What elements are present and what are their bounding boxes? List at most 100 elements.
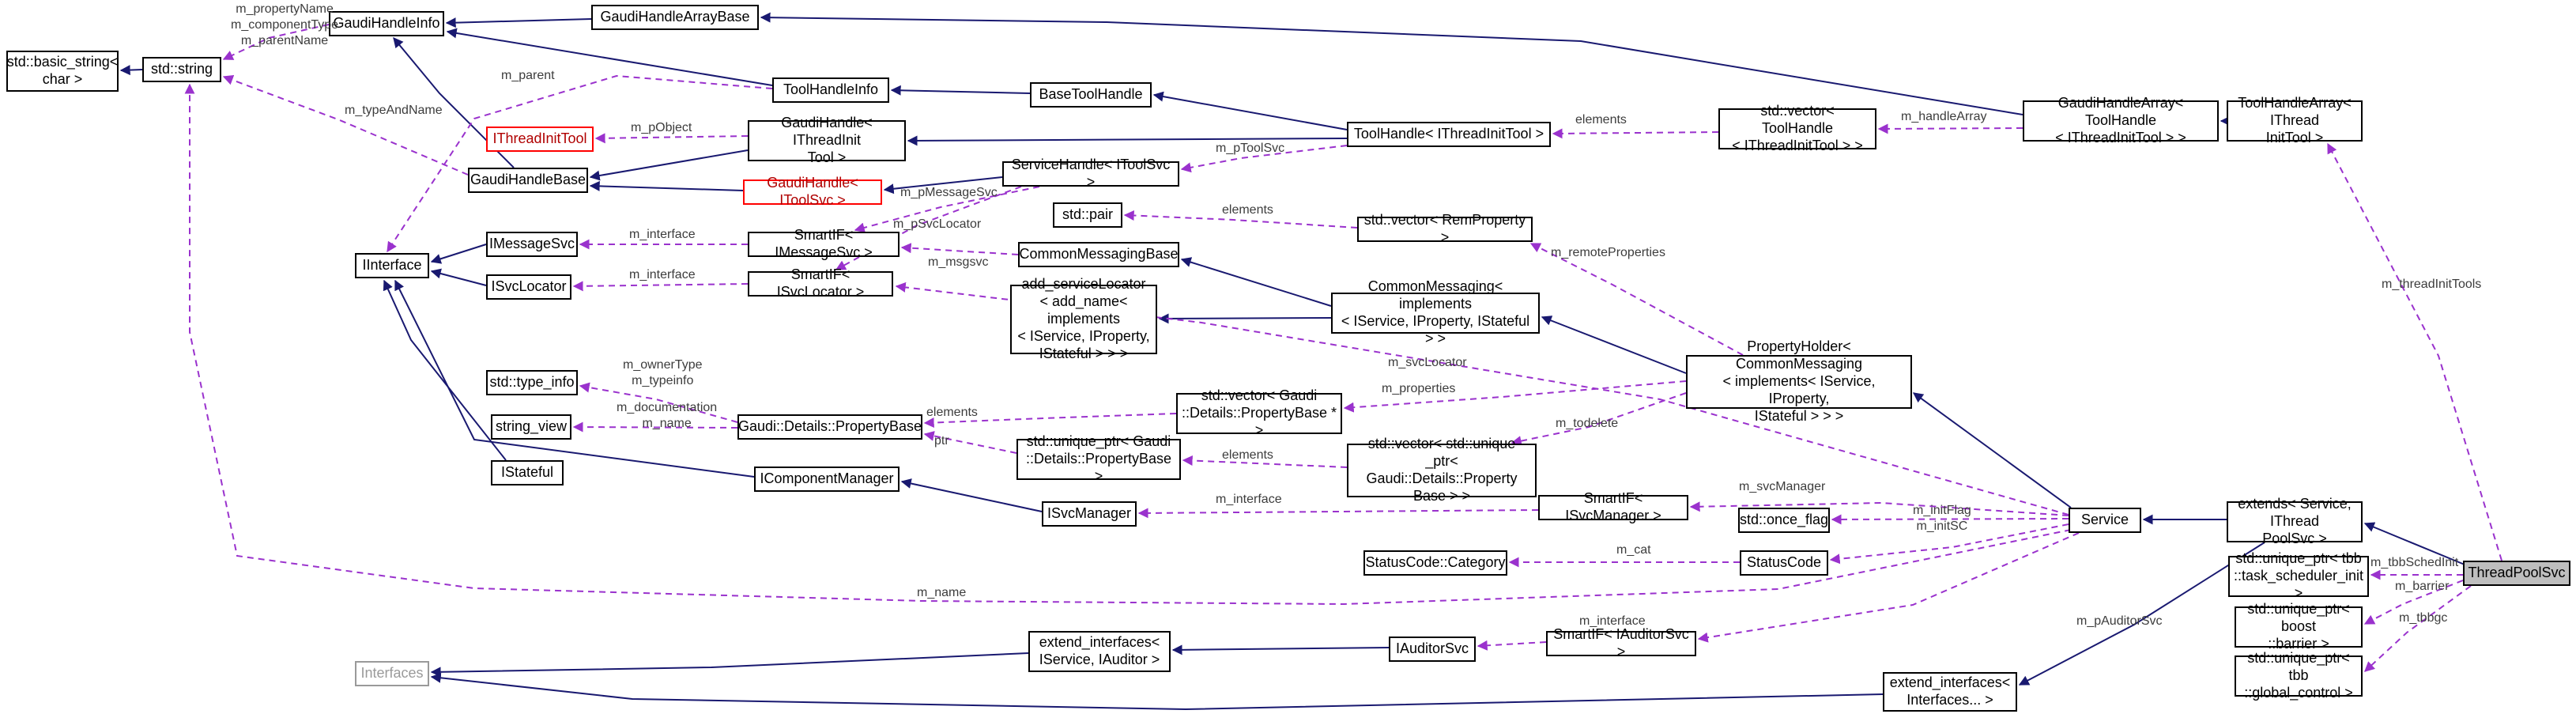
edge-service-to-propertyholder	[1912, 392, 2072, 508]
node-smartif-isvclocator[interactable]: SmartIF< ISvcLocator >	[748, 266, 893, 300]
edge-threadpoolsvc-to-toolhandlearray-threadinittools	[2327, 142, 2502, 561]
edge-label-m-name-service: m_name	[917, 586, 967, 599]
node-iinterface[interactable]: IInterface	[355, 253, 429, 278]
edge-label-elements-propertybase: elements	[926, 406, 978, 419]
node-extends-service-ithreadpoolsvc[interactable]: extends< Service, IThread PoolSvc >	[2227, 496, 2363, 546]
edge-label-m-todelete: m_todelete	[1556, 417, 1619, 430]
node-ithread-init-tool[interactable]: IThreadInitTool	[486, 127, 594, 152]
node-vector-rem-property: std::vector< RemProperty >	[1357, 212, 1533, 245]
edge-label-m-tbbschedinit: m_tbbSchedInit	[2370, 556, 2459, 569]
node-interfaces: Interfaces	[355, 661, 429, 686]
node-gaudi-handle-info[interactable]: GaudiHandleInfo	[329, 11, 444, 36]
node-tool-handle-info[interactable]: ToolHandleInfo	[772, 77, 889, 103]
edge-isvcmanager-to-icomponentmanager	[900, 478, 1043, 512]
node-icomponent-manager[interactable]: IComponentManager	[754, 467, 900, 492]
edge-threadpoolsvc-to-uniqueptr-tbbgc	[2364, 585, 2472, 672]
node-vector-unique-ptr-property-base: std::vector< std::unique _ptr< Gaudi::De…	[1347, 436, 1537, 504]
node-std-pair: std::pair	[1053, 202, 1122, 228]
node-gaudi-handle-base[interactable]: GaudiHandleBase	[468, 168, 588, 193]
edge-extendinterfaces-pack-to-interfaces	[430, 672, 1884, 711]
edge-vector-propertybase-to-propertybase-elements	[923, 413, 1177, 429]
node-add-service-locator[interactable]: add_serviceLocator < add_name< implement…	[1010, 276, 1157, 361]
edge-label-elements-uniqueptr: elements	[1222, 448, 1273, 462]
node-unique-ptr-tbb-global-control: std::unique_ptr< tbb ::global_control >	[2235, 650, 2363, 701]
edge-label-m-interface-iauditorsvc: m_interface	[1579, 614, 1646, 628]
node-iauditorsvc[interactable]: IAuditorSvc	[1389, 637, 1476, 662]
edge-smartif-iauditorsvc-to-iauditorsvc-interface	[1477, 640, 1547, 651]
node-property-holder[interactable]: PropertyHolder< CommonMessaging < implem…	[1686, 338, 1912, 424]
edge-gaudihandle-to-ithreadinittool-pobject	[594, 133, 749, 144]
node-isvcmanager[interactable]: ISvcManager	[1042, 501, 1137, 527]
node-vector-tool-handle: std::vector< ToolHandle < IThreadInitToo…	[1718, 103, 1876, 153]
node-std-basic-string: std::basic_string< char >	[6, 51, 119, 92]
edge-smartif-isvcmanager-to-isvcmanager-interface	[1137, 508, 1539, 519]
edge-isvclocator-to-iinterface	[430, 268, 487, 286]
node-tool-handle-array[interactable]: ToolHandleArray< IThread InitTool >	[2227, 95, 2363, 145]
node-service[interactable]: Service	[2069, 508, 2141, 533]
edge-label-m-ptoolsvc: m_pToolSvc	[1216, 142, 1285, 155]
node-base-tool-handle[interactable]: BaseToolHandle	[1030, 82, 1152, 108]
edge-threadpoolsvc-to-uniqueptr-barrier	[2363, 580, 2464, 625]
edge-extends-to-extendinterfaces-pack	[2018, 542, 2265, 686]
node-gaudi-handle-array[interactable]: GaudiHandleArray< ToolHandle < IThreadIn…	[2023, 95, 2219, 145]
edge-service-to-statuscode-initsc	[1829, 523, 2069, 565]
node-std-string: std::string	[142, 57, 221, 82]
node-unique-ptr-boost-barrier: std::unique_ptr< boost ::barrier >	[2235, 601, 2363, 652]
node-istateful[interactable]: IStateful	[491, 460, 564, 485]
edge-imessagesvc-to-iinterface	[430, 244, 487, 264]
node-statuscode[interactable]: StatusCode	[1740, 550, 1828, 576]
node-gaudi-handle-itoolsvc[interactable]: GaudiHandle< IToolSvc >	[743, 175, 882, 208]
node-gaudi-handle-ithread-init-tool[interactable]: GaudiHandle< IThreadInit Tool >	[748, 115, 906, 165]
edge-servicehandle-to-smartif-isvclocator-psvclocator	[835, 186, 1022, 270]
node-service-handle-itoolsvc[interactable]: ServiceHandle< IToolSvc >	[1002, 157, 1179, 190]
edge-label-elements-remproperty: elements	[1222, 203, 1273, 217]
node-imessagesvc[interactable]: IMessageSvc	[486, 232, 578, 257]
edge-toolhandleinfo-to-iinterface-parent	[387, 74, 773, 253]
node-vector-property-base-ptr: std::vector< Gaudi ::Details::PropertyBa…	[1176, 387, 1342, 438]
edge-iauditorsvc-to-extendinterfaces-iservice-iauditor	[1171, 644, 1390, 655]
edge-propertyholder-to-commonmessaging	[1541, 315, 1687, 374]
edge-label-m-handlearray: m_handleArray	[1901, 110, 1987, 123]
edge-service-to-smartif-isvcmanager-svcmanager	[1689, 501, 2069, 516]
edge-gaudihandlebase-to-stdstring-typeandname	[222, 75, 469, 176]
edge-propertyholder-to-vector-propertybase-properties	[1343, 380, 1687, 413]
node-common-messaging-base[interactable]: CommonMessagingBase	[1018, 242, 1179, 267]
edge-uniqueptr-propertybase-to-propertybase-ptr	[923, 431, 1017, 454]
node-extend-interfaces-pack[interactable]: extend_interfaces< Interfaces... >	[1883, 672, 2017, 712]
edge-gaudihandlearray-to-gaudihandlearraybase	[760, 12, 2023, 115]
node-smartif-isvcmanager[interactable]: SmartIF< ISvcManager >	[1538, 490, 1688, 523]
edge-toolhandle-to-gaudihandle-ithreadinittool	[907, 135, 1348, 146]
node-gaudi-handle-array-base[interactable]: GaudiHandleArrayBase	[591, 5, 759, 30]
node-unique-ptr-tbb-task-scheduler-init: std::unique_ptr< tbb ::task_scheduler_in…	[2228, 550, 2369, 601]
node-tool-handle-ithread-init-tool[interactable]: ToolHandle< IThreadInitTool >	[1347, 122, 1551, 147]
edge-commonmessaging-to-commonmessagingbase	[1180, 257, 1332, 307]
node-common-messaging[interactable]: CommonMessaging< implements < IService, …	[1331, 278, 1540, 346]
edge-label-m-initflag-initsc: m_initFlag m_initSC	[1913, 504, 1971, 533]
node-smartif-imessagesvc[interactable]: SmartIF< IMessageSvc >	[748, 227, 900, 260]
edge-vector-remproperty-to-stdpair-elements	[1123, 210, 1358, 229]
node-unique-ptr-property-base: std::unique_ptr< Gaudi ::Details::Proper…	[1016, 433, 1181, 484]
edge-toolhandleinfo-to-gaudihandleinfo	[446, 28, 773, 86]
edge-label-m-interface-isvcmanager: m_interface	[1216, 493, 1282, 506]
edge-servicehandle-to-gaudihandle-itoolsvc	[883, 176, 1003, 195]
edge-propertybase-to-typeinfo-ownertype	[579, 382, 738, 423]
edge-label-m-threadinittools: m_threadInitTools	[2382, 278, 2482, 291]
edge-smartif-isvclocator-to-isvclocator-interface	[572, 281, 749, 292]
edge-label-m-pobject: m_pObject	[631, 121, 692, 134]
edge-label-m-documentation-name: m_documentation m_name	[617, 401, 718, 430]
edge-propertyholder-to-vector-remproperty-remoteproperties	[1529, 243, 1744, 356]
edge-toolhandle-to-basetoolhandle	[1152, 91, 1348, 130]
edge-commonmessagingbase-to-smartif-imessagesvc-msgsvc	[900, 243, 1019, 255]
edge-icomponentmanager-to-iinterface	[394, 279, 755, 478]
node-statuscode-category[interactable]: StatusCode::Category	[1363, 550, 1507, 576]
edge-servicehandle-to-smartif-imessagesvc-pmessagesvc	[854, 186, 1040, 233]
node-smartif-iauditorsvc[interactable]: SmartIF< IAuditorSvc >	[1546, 626, 1696, 659]
node-extend-interfaces-iservice-iauditor[interactable]: extend_interfaces< IService, IAuditor >	[1028, 631, 1171, 672]
edge-label-m-interface-imessagesvc: m_interface	[629, 228, 696, 241]
edge-gaudihandlearray-to-vector-toolhandle-handlearray	[1877, 123, 2023, 134]
node-isvclocator[interactable]: ISvcLocator	[486, 274, 571, 300]
node-property-base[interactable]: Gaudi::Details::PropertyBase	[737, 414, 922, 440]
edge-label-m-properties: m_properties	[1382, 382, 1456, 395]
edge-toolhandle-to-servicehandle-ptoolsvc	[1180, 145, 1348, 173]
